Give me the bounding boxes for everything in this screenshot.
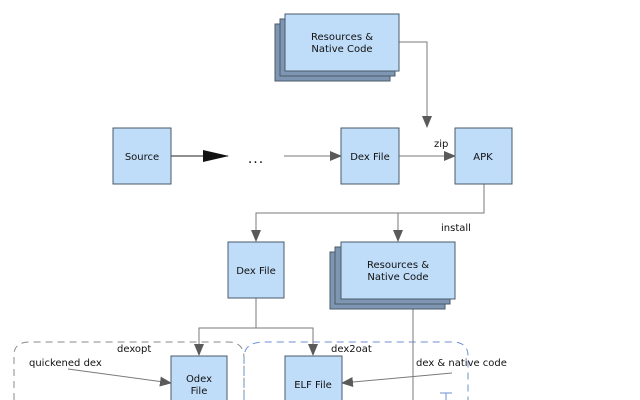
edge-native-elf <box>341 372 453 387</box>
resources-top-line2: Native Code <box>311 44 372 55</box>
dex-file-node-top: Dex File <box>340 127 400 185</box>
apk-label: APK <box>473 152 493 163</box>
dex-file-node-mid: Dex File <box>227 241 285 299</box>
dexopt-label: dexopt <box>117 344 151 355</box>
source-node: Source <box>112 127 172 185</box>
dex2oat-region <box>243 341 469 400</box>
zip-label: zip <box>434 139 448 150</box>
install-label: install <box>441 223 471 234</box>
quickened-dex-label: quickened dex <box>29 358 102 369</box>
apk-node: APK <box>454 127 513 185</box>
ellipsis-label: ... <box>248 151 264 167</box>
resources-mid-line1: Resources & <box>367 260 429 271</box>
odex-file-node: Odex File <box>170 355 228 400</box>
resources-native-code-node-top: Resources & Native Code <box>274 13 400 82</box>
edge-apk-install <box>251 184 485 242</box>
dex-file-top-label: Dex File <box>350 152 390 163</box>
edge-quickened-odex <box>67 368 172 387</box>
edge-resources-apk <box>399 41 432 128</box>
dex2oat-label: dex2oat <box>331 344 372 355</box>
odex-line2: File <box>191 386 208 397</box>
dexopt-region <box>13 341 245 400</box>
source-label: Source <box>125 152 159 163</box>
elf-file-label: ELF File <box>294 380 332 391</box>
odex-line1: Odex <box>186 374 212 385</box>
edge-dex-odex <box>194 298 257 356</box>
dex-file-mid-label: Dex File <box>236 266 276 277</box>
elf-file-node: ELF File <box>284 355 343 400</box>
edge-dex-elf <box>256 327 318 356</box>
resources-mid-line2: Native Code <box>367 272 428 283</box>
dex-native-code-label: dex & native code <box>416 358 507 369</box>
resources-native-code-node-mid: Resources & Native Code <box>329 241 456 310</box>
region-marker <box>440 392 452 400</box>
resources-top-line1: Resources & <box>311 32 373 43</box>
